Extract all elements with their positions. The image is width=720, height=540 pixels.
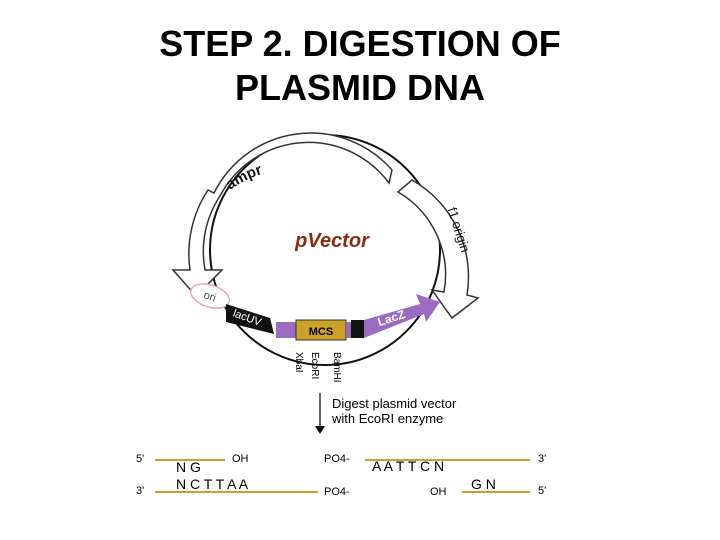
ampr-arrow — [171, 132, 393, 298]
lacz-arrow — [364, 294, 440, 338]
left-top-bases: N G — [176, 459, 201, 475]
mcs-flank-right — [346, 322, 351, 338]
step-line-2: with EcoRI enzyme — [331, 411, 443, 426]
site-xbai: XbaI — [293, 352, 304, 373]
right-top-end: 3' — [538, 453, 546, 465]
slide-title: STEP 2. DIGESTION OF PLASMID DNA — [0, 22, 720, 110]
right-top-bases: A A T T C N — [372, 458, 444, 474]
f1-origin-arrow — [396, 179, 480, 320]
right-bottom-end: 5' — [538, 485, 546, 497]
lacuv-block — [226, 304, 274, 334]
ori-marker — [189, 283, 231, 309]
digest-arrow-head — [315, 426, 325, 434]
mcs-flank-left — [276, 322, 296, 338]
site-bamhi: BamHI — [331, 352, 342, 383]
left-top-tail: OH — [232, 453, 249, 465]
black-marker — [351, 320, 364, 338]
ori-label: ori — [202, 289, 217, 304]
left-bottom-end: 3' — [136, 485, 144, 497]
step-line-1: Digest plasmid vector — [332, 396, 457, 411]
site-ecori: EcoRI — [309, 352, 320, 379]
left-bottom-bases: N C T T A A — [176, 476, 249, 492]
title-line-1: STEP 2. DIGESTION OF — [159, 23, 561, 64]
title-line-2: PLASMID DNA — [235, 67, 485, 108]
left-top-end: 5' — [136, 453, 144, 465]
left-bottom-tail: PO4- — [324, 486, 350, 498]
plasmid-name: pVector — [294, 230, 370, 252]
mcs-label: MCS — [309, 326, 333, 338]
right-top-head: PO4- — [324, 453, 350, 465]
right-bottom-head: OH — [430, 486, 447, 498]
right-bottom-bases: G N — [471, 476, 496, 492]
